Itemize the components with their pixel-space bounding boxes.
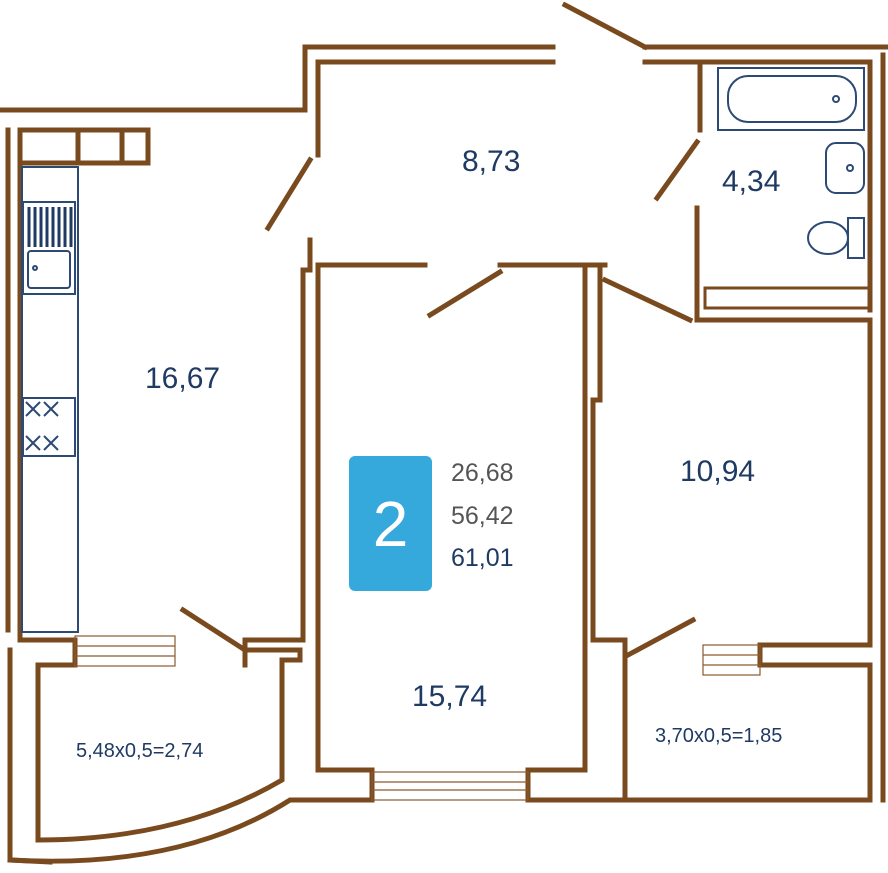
total-with-balcony: 61,01 (451, 544, 514, 572)
hall-area: 8,73 (462, 145, 521, 178)
bathroom-area: 4,34 (722, 165, 781, 198)
kitchen-counter (21, 166, 79, 633)
total-area: 56,42 (451, 502, 514, 530)
rooms-count-badge: 2 (349, 456, 432, 591)
living-area: 26,68 (451, 459, 514, 487)
bathroom-fixtures (717, 67, 865, 259)
balcony-left-area: 5,48x0,5=2,74 (76, 740, 204, 762)
living-room-area: 15,74 (412, 680, 488, 713)
kitchen-area: 16,67 (145, 362, 221, 395)
balcony-right-area: 3,70x0,5=1,85 (655, 725, 783, 747)
windows (74, 635, 761, 801)
bedroom-area: 10,94 (680, 455, 756, 488)
